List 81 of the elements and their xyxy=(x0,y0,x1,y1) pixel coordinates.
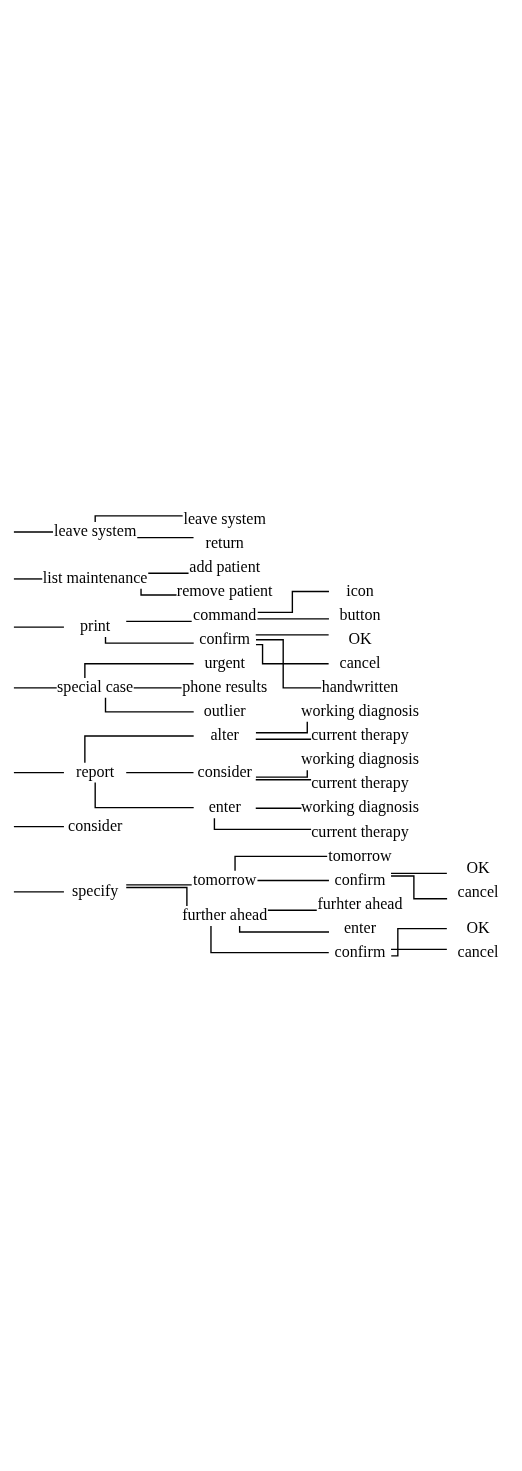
connector xyxy=(13,825,65,827)
node-text: furhter ahead xyxy=(317,894,403,912)
node-text: working diagnosis xyxy=(301,797,420,815)
node-text: remove patient xyxy=(176,581,273,599)
connector xyxy=(125,883,193,886)
connector xyxy=(390,948,448,950)
node-text: print xyxy=(80,616,111,634)
node-text: further ahead xyxy=(182,905,268,923)
node-text: outlier xyxy=(203,701,246,719)
node-text: working diagnosis xyxy=(301,701,420,719)
connector xyxy=(234,855,328,871)
node-text: button xyxy=(339,605,381,623)
node-text: return xyxy=(205,533,244,551)
node-text: tomorrow xyxy=(328,846,392,864)
connector xyxy=(125,886,188,907)
connector xyxy=(210,924,330,953)
connector xyxy=(84,662,195,679)
node-text: handwritten xyxy=(321,677,399,695)
connector xyxy=(390,872,448,874)
node-text: enter xyxy=(343,918,377,936)
connector xyxy=(13,577,43,580)
node-text: OK xyxy=(466,918,490,936)
connector xyxy=(13,771,65,773)
connector xyxy=(133,686,183,689)
connector xyxy=(125,771,195,773)
node-text: enter xyxy=(208,797,241,815)
node-text: cancel xyxy=(457,882,499,900)
node-text: list maintenance xyxy=(42,568,148,586)
node-text: add patient xyxy=(189,557,261,575)
node-text: urgent xyxy=(204,653,246,671)
connector xyxy=(13,890,65,893)
node-text: leave system xyxy=(183,509,266,527)
node-text: working diagnosis xyxy=(301,749,420,767)
connector xyxy=(256,617,330,620)
node-text: cancel xyxy=(457,942,499,960)
connector xyxy=(13,530,54,533)
connector xyxy=(255,778,312,780)
node-text: icon xyxy=(346,581,374,599)
connector xyxy=(255,720,308,733)
node-text: report xyxy=(76,762,115,780)
connector xyxy=(213,817,312,830)
connector xyxy=(104,635,195,644)
connector xyxy=(125,620,193,622)
connector xyxy=(255,768,308,778)
node-text: consider xyxy=(68,816,123,834)
node-text: current therapy xyxy=(311,725,409,743)
connector xyxy=(13,686,58,689)
connector xyxy=(84,734,195,763)
connector xyxy=(255,643,330,664)
connector xyxy=(140,587,178,596)
connector xyxy=(104,696,195,713)
connector xyxy=(94,781,195,808)
node-text: special case xyxy=(57,677,134,695)
node-text: command xyxy=(193,605,257,623)
connector xyxy=(255,738,312,740)
node-text: consider xyxy=(197,762,252,780)
node-text: OK xyxy=(348,629,372,647)
connector xyxy=(238,924,330,933)
node-text: current therapy xyxy=(311,822,409,840)
node-text: confirm xyxy=(334,942,386,960)
node-text: current therapy xyxy=(311,773,409,791)
connector xyxy=(255,807,303,809)
node-text: phone results xyxy=(182,677,268,695)
node-text: confirm xyxy=(334,870,386,888)
connector xyxy=(390,927,448,957)
node-text: alter xyxy=(210,725,239,743)
node-text: cancel xyxy=(339,653,381,671)
node-text: tomorrow xyxy=(193,870,257,888)
connector xyxy=(255,638,322,689)
connector xyxy=(267,909,318,911)
connector xyxy=(136,536,195,538)
node-text: specify xyxy=(72,881,119,899)
node-text: confirm xyxy=(199,629,251,647)
node-text: leave system xyxy=(54,521,137,539)
connector xyxy=(13,625,65,628)
connector xyxy=(390,874,448,899)
connector xyxy=(147,572,190,574)
connector xyxy=(257,590,330,613)
node-text: OK xyxy=(466,858,490,876)
connector xyxy=(256,879,330,881)
connector xyxy=(255,633,330,636)
